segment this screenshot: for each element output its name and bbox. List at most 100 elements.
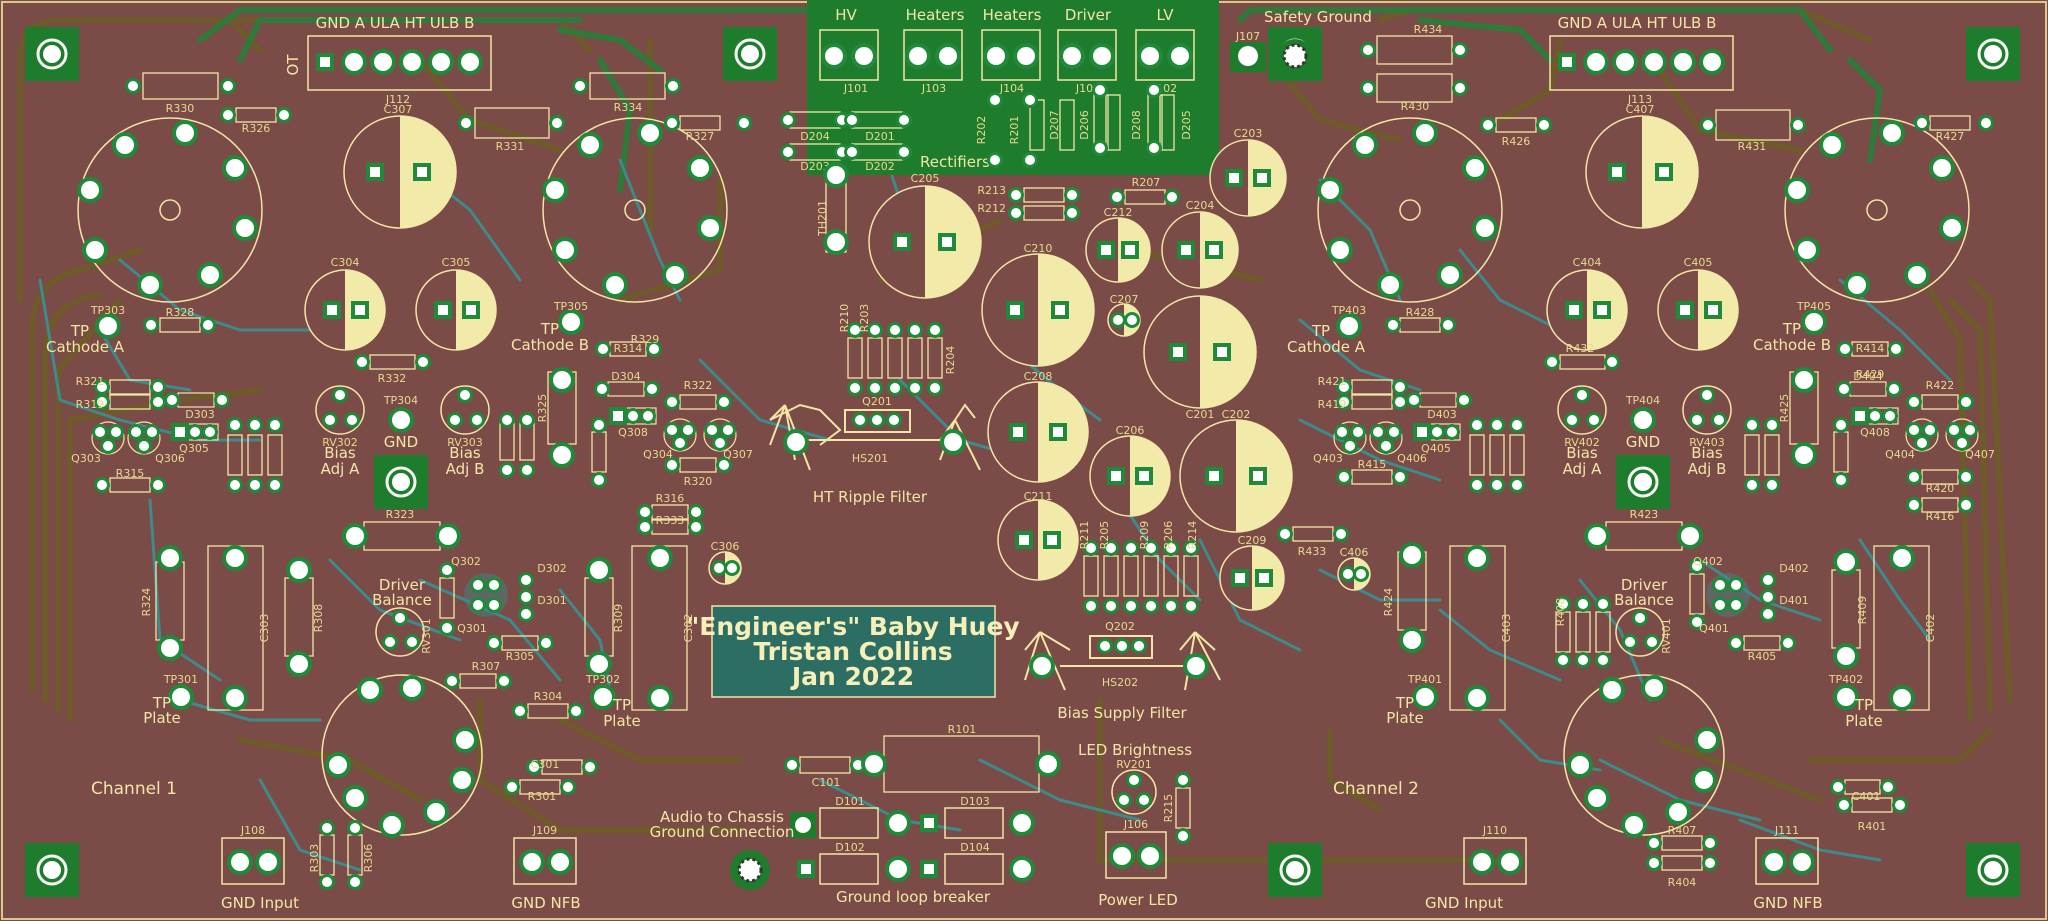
label-tp-2: TP [540, 320, 559, 338]
cap-c306 [708, 551, 742, 585]
label-gnd-input-1: GND Input [221, 894, 299, 912]
cap-c304 [304, 269, 386, 351]
ref-c212: C212 [1104, 206, 1133, 219]
cap-c307 [343, 115, 457, 229]
ref-r334: R334 [614, 101, 643, 114]
ref-c305: C305 [442, 256, 471, 269]
tube-socket-1 [77, 117, 263, 303]
ref-q405: Q405 [1421, 442, 1451, 455]
label-power-led: Power LED [1098, 891, 1178, 909]
ref-q407: Q407 [1965, 448, 1995, 461]
ref-r203: R203 [858, 304, 871, 333]
ref-c304: C304 [331, 256, 360, 269]
ref-r329: R329 [631, 333, 660, 346]
label-plate-3: Plate [1386, 709, 1424, 727]
ref-tp403: TP403 [1331, 304, 1366, 317]
ref-c101: C101 [812, 776, 841, 789]
ref-rv401: RV401 [1660, 618, 1673, 654]
label-cathode-a-2: Cathode A [1287, 338, 1366, 356]
ref-r427: R427 [1936, 130, 1965, 143]
tube-socket-3 [1317, 117, 1503, 303]
tube-socket-5 [321, 674, 483, 836]
heatsink-hs202 [1024, 631, 1221, 691]
label-audio-chassis-2: Ground Connection [650, 823, 795, 841]
label-tp-1: TP [70, 322, 89, 340]
label-driver-2: Driver [1621, 576, 1668, 594]
cap-c406 [1337, 557, 1371, 591]
ground-loop-diodes [819, 807, 1004, 885]
ref-d301: D301 [537, 594, 566, 607]
label-bias-3: Bias [1566, 444, 1598, 462]
ref-r320: R320 [684, 475, 713, 488]
ref-r205: R205 [1098, 521, 1111, 550]
label-tp-3: TP [1311, 322, 1330, 340]
label-channel-1: Channel 1 [91, 779, 177, 799]
label-adj-a-1: Adj A [321, 460, 360, 478]
label-plate-4: Plate [1845, 712, 1883, 730]
ref-r332: R332 [378, 372, 407, 385]
label-header-right-pins: GND A ULA HT ULB B [1558, 14, 1717, 32]
transistor-row-q408 [1851, 407, 1899, 425]
ref-r409: R409 [1856, 596, 1869, 625]
label-safety-ground: Safety Ground [1264, 8, 1372, 26]
ref-c209: C209 [1238, 534, 1267, 547]
ref-r408: R408 [1554, 598, 1567, 627]
heatsink-hs201 [769, 403, 981, 471]
ref-r204: R204 [944, 346, 957, 375]
ref-q305: Q305 [179, 442, 209, 455]
label-ground-loop-breaker: Ground loop breaker [836, 888, 991, 906]
ref-c406: C406 [1340, 546, 1369, 559]
ref-c401: C401 [1852, 790, 1881, 803]
title-block: "Engineer's" Baby Huey Tristan Collins J… [686, 605, 1020, 698]
ref-c407: C407 [1626, 103, 1655, 116]
ref-r325: R325 [536, 394, 549, 423]
ref-r308: R308 [312, 604, 325, 633]
ref-d402: D402 [1779, 562, 1808, 575]
ref-q408: Q408 [1860, 426, 1890, 439]
cap-c207 [1107, 303, 1141, 337]
label-ot: OT [284, 54, 302, 76]
ref-hs202: HS202 [1102, 676, 1138, 689]
cap-c211 [997, 499, 1079, 581]
trimmer-pots [315, 385, 1732, 815]
ref-r323: R323 [386, 508, 415, 521]
output-header-left: GND A ULA HT ULB B OT J112 [284, 14, 492, 106]
label-gnd-2: GND [1626, 433, 1660, 451]
label-tp-6: TP [612, 696, 631, 714]
ref-r404: R404 [1668, 876, 1697, 889]
ref-j107: J107 [1235, 30, 1260, 43]
label-gnd-nfb-1: GND NFB [511, 894, 580, 912]
title-line-2: Tristan Collins [753, 637, 952, 666]
ref-q202: Q202 [1105, 620, 1135, 633]
cap-c209 [1219, 545, 1285, 611]
transistor-row-q308 [609, 407, 657, 425]
ref-j104: J104 [999, 82, 1024, 95]
transistors [91, 381, 1979, 622]
tube-sockets [77, 117, 1970, 836]
ref-r426: R426 [1502, 135, 1531, 148]
ref-d206: D206 [1078, 110, 1091, 139]
ref-tp401: TP401 [1407, 673, 1442, 686]
ref-r327: R327 [686, 130, 715, 143]
ref-c306: C306 [711, 540, 740, 553]
label-heaters-2: Heaters [983, 6, 1042, 24]
ref-q201: Q201 [862, 395, 892, 408]
ref-r215: R215 [1162, 794, 1175, 823]
ref-r405: R405 [1748, 650, 1777, 663]
ref-q307: Q307 [723, 448, 753, 461]
ref-rv402: RV402 [1564, 436, 1600, 449]
ref-tp302: TP302 [585, 673, 620, 686]
ref-c203: C203 [1234, 127, 1263, 140]
ref-rv302: RV302 [322, 436, 358, 449]
label-tp-8: TP [1854, 696, 1873, 714]
bottom-connectors [221, 810, 1819, 890]
ref-r414: R414 [1856, 342, 1885, 355]
label-tp-5: TP [152, 694, 171, 712]
ref-d302: D302 [537, 562, 566, 575]
ref-c307: C307 [384, 103, 413, 116]
ref-r430: R430 [1401, 100, 1430, 113]
title-line-1: "Engineer's" Baby Huey [686, 612, 1019, 641]
ref-c208: C208 [1024, 370, 1053, 383]
terminal-blocks [819, 29, 1195, 81]
ref-q306: Q306 [155, 452, 185, 465]
